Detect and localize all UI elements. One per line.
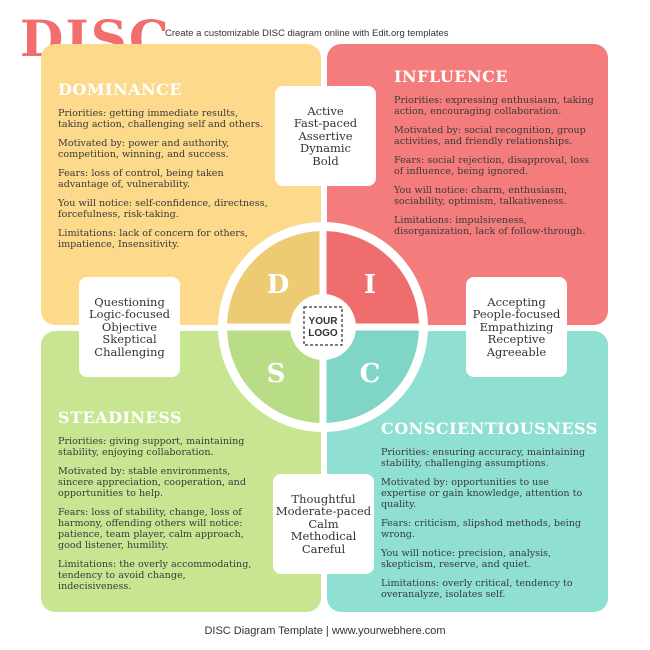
card-bottom-trait: Moderate-paced <box>275 504 372 519</box>
influence-priorities: Priorities: expressing enthusiasm, takin… <box>394 95 594 117</box>
dominance-notice: You will notice: self-confidence, direct… <box>58 198 268 220</box>
card-left-trait: Questioning <box>94 294 165 309</box>
influence-limitations: Limitations: impulsiveness, disorganizat… <box>394 215 586 237</box>
dominance-priorities: Priorities: getting immediate results, t… <box>58 108 264 130</box>
card-right-trait: Receptive <box>487 332 546 347</box>
conscientiousness-notice: You will notice: precision, analysis, sk… <box>381 548 552 570</box>
card-top-trait: Fast-paced <box>293 116 358 131</box>
steadiness-heading: STEADINESS <box>58 408 183 427</box>
logo-text-line1: YOUR <box>309 316 339 327</box>
wheel-segment-d <box>227 231 323 327</box>
dominance-description: Priorities: getting immediate results, t… <box>58 108 268 258</box>
influence-notice: You will notice: charm, enthusiasm, soci… <box>394 185 568 207</box>
conscientiousness-heading: CONSCIENTIOUSNESS <box>381 419 598 438</box>
page-subtitle: Create a customizable DISC diagram onlin… <box>165 28 449 39</box>
wheel-letter-c: C <box>360 359 381 389</box>
conscientiousness-fears: Fears: criticism, slipshod methods, bein… <box>381 518 582 540</box>
logo-circle <box>290 294 356 360</box>
steadiness-motivations: Motivated by: stable environments, since… <box>58 466 247 499</box>
wheel-letter-i: I <box>364 270 376 300</box>
card-left-trait: Objective <box>101 319 158 334</box>
steadiness-limitations: Limitations: the overly accommodating, t… <box>58 559 252 592</box>
page-footer: DISC Diagram Template | www.yourwebhere.… <box>204 625 446 637</box>
wheel-segment-i <box>323 231 419 327</box>
wheel-segment-c <box>323 327 419 423</box>
wheel-segment-s <box>227 327 323 423</box>
card-right-trait: Agreeable <box>486 344 547 359</box>
card-top-trait: Bold <box>312 153 339 168</box>
card-steadiness-conscientiousness: Thoughtful Moderate-paced Calm Methodica… <box>273 474 374 574</box>
logo-text-line2: LOGO <box>308 328 338 339</box>
card-right-trait: People-focused <box>472 307 561 322</box>
steadiness-fears: Fears: loss of stability, change, loss o… <box>58 507 244 551</box>
conscientiousness-description: Priorities: ensuring accuracy, maintaini… <box>381 447 586 608</box>
card-influence-conscientiousness: Accepting People-focused Empathizing Rec… <box>466 277 567 377</box>
dominance-limitations: Limitations: lack of concern for others,… <box>58 228 248 250</box>
card-bottom-trait: Methodical <box>290 529 357 544</box>
card-dominance-influence: Active Fast-paced Assertive Dynamic Bold <box>275 86 376 186</box>
card-left-trait: Challenging <box>94 344 165 359</box>
card-right-trait: Empathizing <box>479 319 554 334</box>
card-left-trait: Logic-focused <box>88 307 171 322</box>
steadiness-priorities: Priorities: giving support, maintaining … <box>58 436 245 458</box>
dominance-heading: DOMINANCE <box>58 80 183 99</box>
card-bottom-trait: Calm <box>308 516 339 531</box>
influence-fears: Fears: social rejection, disapproval, lo… <box>394 155 590 177</box>
card-dominance-steadiness: Questioning Logic-focused Objective Skep… <box>79 277 180 377</box>
card-bottom-trait: Thoughtful <box>291 491 356 506</box>
conscientiousness-priorities: Priorities: ensuring accuracy, maintaini… <box>381 447 586 469</box>
logo-dashed-border <box>303 306 343 346</box>
card-top-trait: Dynamic <box>299 141 351 156</box>
wheel-letter-s: S <box>267 359 286 389</box>
influence-description: Priorities: expressing enthusiasm, takin… <box>394 95 594 245</box>
dominance-fears: Fears: loss of control, being taken adva… <box>58 168 224 190</box>
steadiness-description: Priorities: giving support, maintaining … <box>58 436 253 600</box>
card-bottom-trait: Careful <box>301 541 346 556</box>
influence-heading: INFLUENCE <box>394 67 509 86</box>
conscientiousness-motivations: Motivated by: opportunities to use exper… <box>381 477 583 510</box>
dominance-motivations: Motivated by: power and authority, compe… <box>58 138 230 160</box>
card-left-trait: Skeptical <box>102 332 157 347</box>
influence-motivations: Motivated by: social recognition, group … <box>394 125 586 147</box>
card-top-trait: Assertive <box>298 128 353 143</box>
conscientiousness-limitations: Limitations: overly critical, tendency t… <box>381 578 573 600</box>
card-top-trait: Active <box>307 103 344 118</box>
wheel-letter-d: D <box>267 270 290 300</box>
card-right-trait: Accepting <box>487 294 546 309</box>
